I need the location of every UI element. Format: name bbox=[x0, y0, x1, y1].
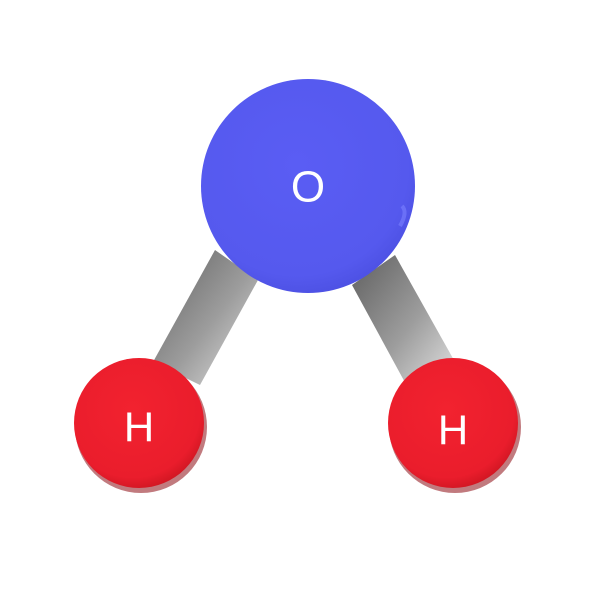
oxygen-label: O bbox=[291, 163, 325, 212]
atom-hydrogen-left: H bbox=[74, 358, 207, 493]
hydrogen-left-label: H bbox=[124, 404, 154, 451]
atom-hydrogen-right: H bbox=[388, 358, 521, 493]
atom-oxygen: O bbox=[201, 79, 415, 293]
bond-right bbox=[352, 255, 455, 388]
hydrogen-right-label: H bbox=[438, 407, 468, 454]
bond-left bbox=[153, 250, 258, 385]
